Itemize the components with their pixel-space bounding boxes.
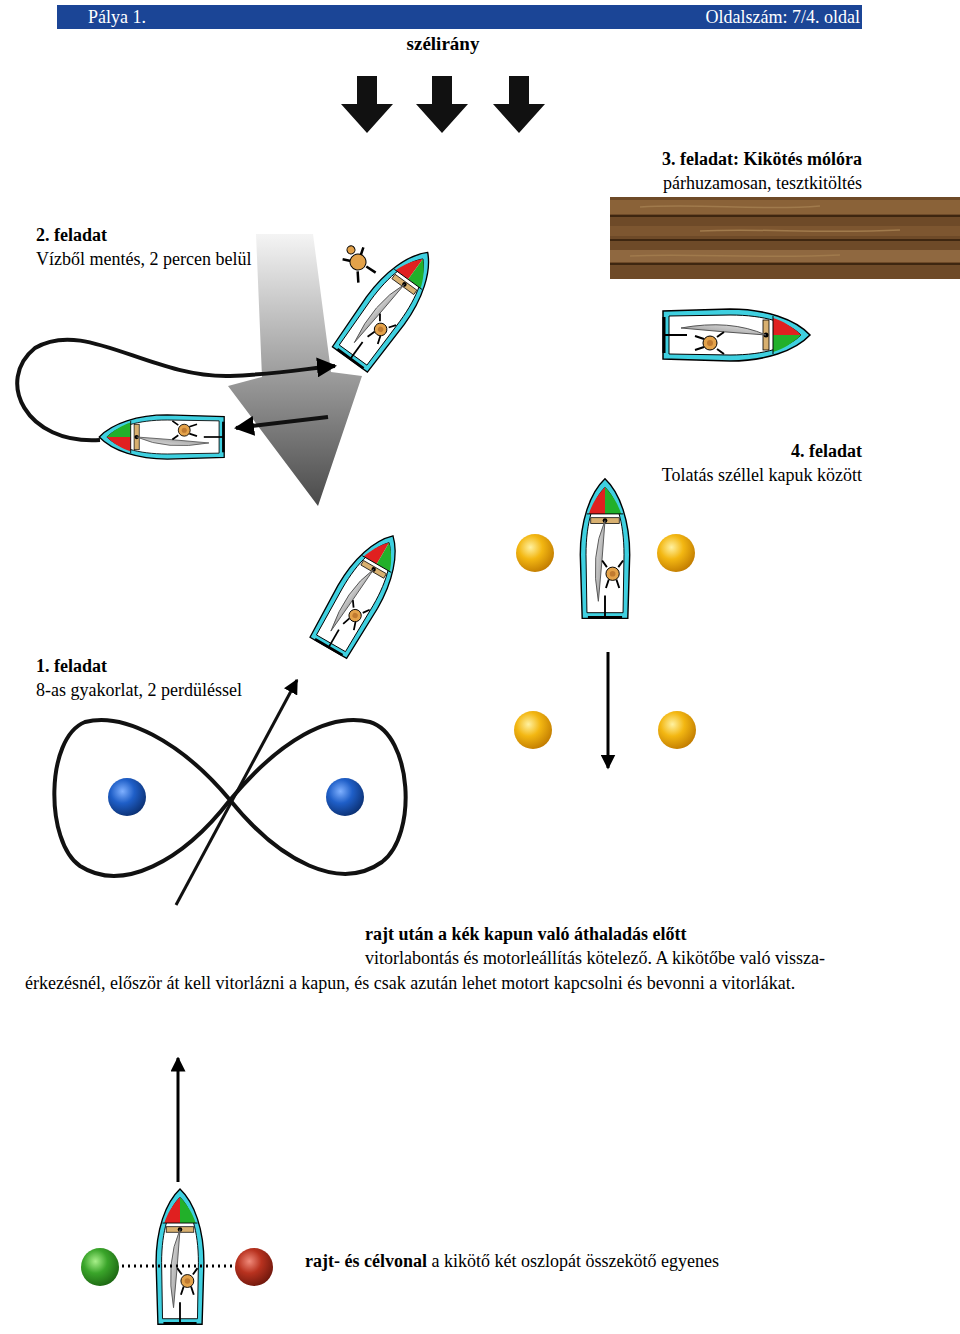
- start-line-label: rajt- és célvonal: [305, 1251, 427, 1271]
- person-in-water: [339, 240, 378, 283]
- page-number: Oldalszám: 7/4. oldal: [706, 7, 860, 28]
- buoy: [326, 778, 364, 816]
- wooden-pier: [610, 197, 960, 279]
- boat: [156, 1189, 204, 1324]
- reverse-arrow: [607, 652, 610, 768]
- wind-label: szélirány: [343, 32, 543, 56]
- start-arrow: [177, 1058, 180, 1182]
- boat: [580, 479, 629, 619]
- figure-eight: [54, 720, 405, 876]
- buoy: [514, 711, 552, 749]
- header-band: Pálya 1. Oldalszám: 7/4. oldal: [57, 5, 862, 29]
- buoy: [108, 778, 146, 816]
- task-text: párhuzamosan, tesztkitöltés: [663, 171, 862, 195]
- rule-heading: rajt után a kék kapun való áthaladás elő…: [365, 922, 687, 946]
- wind-arrows: [341, 76, 545, 133]
- boat: [309, 524, 413, 659]
- rescue-path: [236, 417, 328, 428]
- task-text: 8-as gyakorlat, 2 perdüléssel: [36, 678, 242, 702]
- buoy: [658, 711, 696, 749]
- course-name: Pálya 1.: [88, 7, 146, 28]
- buoy: [657, 534, 695, 572]
- rule-text: vitorlabontás és motorleállítás kötelező…: [25, 948, 825, 993]
- boat: [663, 309, 810, 361]
- task-title: 3. feladat: Kikötés mólóra: [662, 147, 862, 171]
- start-line-text: a kikötő két oszlopát összekötő egyenes: [431, 1251, 718, 1271]
- boat: [331, 239, 447, 374]
- boat: [99, 415, 224, 459]
- task-title: 1. feladat: [36, 654, 107, 678]
- task-text: Tolatás széllel kapuk között: [662, 463, 862, 487]
- start-line: [122, 1265, 232, 1268]
- harbour-post: [81, 1248, 119, 1286]
- task-text: Vízből mentés, 2 percen belül: [36, 247, 251, 271]
- task-title: 4. feladat: [791, 439, 862, 463]
- task-title: 2. feladat: [36, 223, 107, 247]
- harbour-post: [235, 1248, 273, 1286]
- course-arrow: [176, 680, 297, 905]
- buoy: [516, 534, 554, 572]
